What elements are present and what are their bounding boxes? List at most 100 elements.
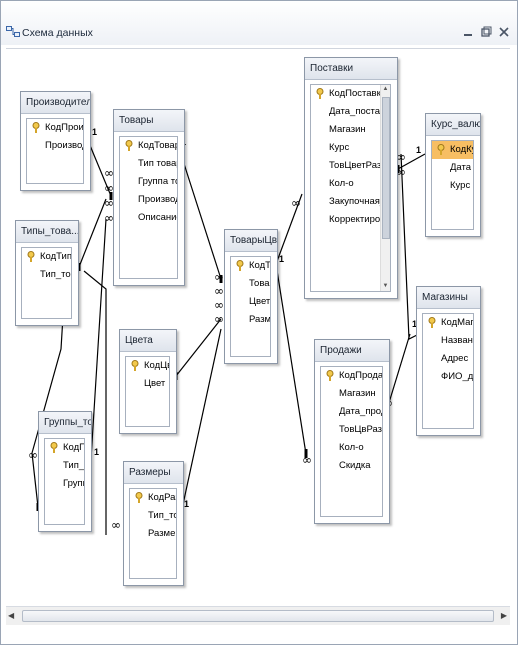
rel-many-label: ∞: [214, 284, 224, 298]
field-name[interactable]: КодГрупп: [63, 442, 84, 453]
rel-many-label: ∞: [104, 166, 114, 180]
table-title[interactable]: Группы_тов...: [39, 412, 91, 434]
table-tovary[interactable]: Товары КодТовара Тип товара Группа товар…: [113, 109, 185, 286]
primary-key-icon: [316, 88, 324, 99]
field-name[interactable]: Закупочная_цена: [329, 196, 390, 207]
field-name[interactable]: Курс: [450, 180, 471, 191]
rel-one-label: 1: [416, 145, 421, 155]
field-name[interactable]: ТовЦветРазм: [329, 160, 388, 171]
rel-one-label: 1: [412, 319, 417, 329]
field-name[interactable]: КодПродажи: [339, 370, 382, 381]
field-name[interactable]: КодРазмера: [148, 492, 176, 503]
field-name[interactable]: Скидка: [339, 460, 371, 471]
table-magaziny[interactable]: Магазины КодМаг Название Адрес ФИО_дир: [416, 286, 481, 436]
field-name[interactable]: Тип товара: [138, 158, 177, 169]
table-proizvoditeli[interactable]: Производители КодПроизв Производитель: [20, 91, 91, 191]
field-name[interactable]: Производитель: [138, 194, 177, 205]
field-name[interactable]: КодЦвета: [144, 360, 169, 371]
rel-many-label: ∞: [396, 150, 406, 164]
table-tipy-tovara[interactable]: Типы_това... КодТипТо Тип_това: [15, 220, 79, 326]
field-name[interactable]: Дата: [450, 162, 472, 173]
scroll-right-icon[interactable]: ▶: [500, 611, 507, 620]
field-name[interactable]: Название: [441, 335, 473, 346]
field-name[interactable]: Кол-о: [329, 178, 354, 189]
field-name[interactable]: Дата_поставки: [329, 106, 390, 117]
table-prodazhi[interactable]: Продажи КодПродажи Магазин Дата_продаж Т…: [314, 339, 390, 524]
relationships-canvas[interactable]: 1 1 1 1 1 1 1 1 1 ∞ ∞ ∞ ∞ ∞ ∞ ∞ ∞ ∞ ∞: [6, 48, 510, 605]
table-title[interactable]: Производители: [21, 92, 90, 114]
rel-one-label: 1: [279, 254, 284, 264]
field-name[interactable]: Тип_това: [40, 269, 71, 280]
vertical-scrollbar[interactable]: ▲ ▼: [380, 85, 390, 291]
field-name[interactable]: Адрес: [441, 353, 469, 364]
scrollbar-thumb[interactable]: [382, 97, 390, 239]
primary-key-icon: [428, 317, 436, 328]
table-title[interactable]: Размеры: [124, 462, 183, 484]
close-icon[interactable]: [497, 25, 511, 39]
table-cveta[interactable]: Цвета КодЦвета Цвет: [119, 329, 177, 434]
table-postavki[interactable]: Поставки КодПоставки Дата_поставки Магаз…: [304, 57, 398, 299]
field-name[interactable]: ФИО_дир: [441, 371, 473, 382]
field-name[interactable]: КодПоставки: [329, 88, 387, 99]
field-name[interactable]: Курс: [329, 142, 350, 153]
field-name[interactable]: Магазин: [339, 388, 376, 399]
field-name[interactable]: Группа товара: [138, 176, 177, 187]
field-name[interactable]: Цвет: [144, 378, 166, 389]
scroll-up-icon[interactable]: ▲: [382, 86, 389, 92]
field-name[interactable]: Размер: [148, 528, 176, 539]
table-gruppy-tovarov[interactable]: Группы_тов... КодГрупп Тип_това Группа_т: [38, 411, 92, 532]
field-name[interactable]: КодПроизв: [45, 122, 83, 133]
field-name[interactable]: Дата_продаж: [339, 406, 382, 417]
table-title[interactable]: Товары: [114, 110, 184, 132]
field-name[interactable]: Товар: [249, 278, 270, 289]
table-title[interactable]: Курс_валют: [426, 114, 480, 136]
field-name[interactable]: ТовЦвРазм: [339, 424, 382, 435]
table-title[interactable]: Цвета: [120, 330, 176, 352]
field-name[interactable]: КодКурс: [450, 144, 473, 155]
field-name[interactable]: Описание: [138, 212, 177, 223]
field-name[interactable]: Кол-о: [339, 442, 364, 453]
field-name[interactable]: Тип_товара: [148, 510, 176, 521]
scroll-left-icon[interactable]: ◀: [8, 611, 15, 620]
table-title[interactable]: Типы_това...: [16, 221, 78, 243]
table-kurs-valyut[interactable]: Курс_валют КодКурс Дата Курс: [425, 113, 481, 237]
primary-key-icon: [131, 360, 139, 371]
field-name[interactable]: КодТипТо: [40, 251, 71, 262]
rel-many-label: ∞: [214, 270, 224, 284]
relation-tovcvet-prodazhi: [275, 263, 307, 455]
rel-one-label: 1: [94, 447, 99, 457]
scroll-down-icon[interactable]: ▼: [382, 283, 389, 289]
field-name[interactable]: Корректировка_стои: [329, 214, 390, 225]
scrollbar-thumb[interactable]: [22, 610, 494, 622]
horizontal-scrollbar[interactable]: ◀ ▶: [6, 606, 510, 625]
primary-key-icon: [32, 122, 40, 133]
minimize-icon[interactable]: [461, 25, 475, 39]
field-name[interactable]: Магазин: [329, 124, 366, 135]
relation-tovary-tovcvet: [177, 144, 222, 280]
table-title[interactable]: ТоварыЦве...: [225, 230, 277, 252]
rel-many-label: ∞: [302, 453, 312, 467]
relation-tipy-tovary: [78, 198, 107, 268]
rel-one-label: 1: [92, 127, 97, 137]
table-title[interactable]: Продажи: [315, 340, 389, 362]
field-name[interactable]: Размер: [249, 314, 270, 325]
table-razmery[interactable]: Размеры КодРазмера Тип_товара Размер: [123, 461, 184, 586]
field-name[interactable]: КодТовара: [138, 140, 177, 151]
primary-key-icon: [125, 140, 133, 151]
table-tovary-cveta[interactable]: ТоварыЦве... КодТовЦв Товар Цвет Размер: [224, 229, 278, 364]
field-name[interactable]: Группа_т: [63, 478, 84, 489]
rel-many-label: ∞: [396, 165, 406, 179]
relation-cveta-tovcvet: [175, 318, 222, 377]
rel-many-label: ∞: [214, 298, 224, 312]
field-name[interactable]: Производитель: [45, 140, 83, 151]
field-name[interactable]: Тип_това: [63, 460, 84, 471]
table-title[interactable]: Магазины: [417, 287, 480, 309]
field-name[interactable]: КодМаг: [441, 317, 473, 328]
relation-gruppy-tovary: [90, 218, 107, 460]
table-title[interactable]: Поставки: [305, 58, 397, 80]
restore-icon[interactable]: [479, 25, 493, 39]
field-name[interactable]: Цвет: [249, 296, 270, 307]
field-name[interactable]: КодТовЦв: [249, 260, 270, 271]
relation-magaziny-prodazhi: [387, 333, 411, 407]
